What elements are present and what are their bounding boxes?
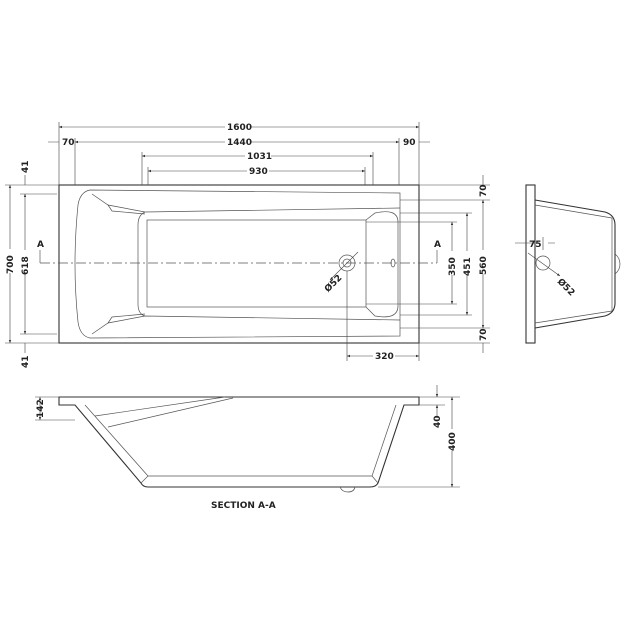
dim-75: 75 xyxy=(529,240,542,250)
dim-142: 142 xyxy=(36,399,46,418)
dim-560: 560 xyxy=(479,256,489,275)
end-view: 75 Ø52 xyxy=(515,184,621,344)
dim-70-right-bottom: 70 xyxy=(479,328,489,341)
dim-70-right-top: 70 xyxy=(479,184,489,197)
dim-70-left: 70 xyxy=(62,138,75,148)
dim-1600: 1600 xyxy=(227,123,252,133)
basin-floor xyxy=(146,219,367,308)
dim-41-top: 41 xyxy=(21,160,31,173)
overflow-slot xyxy=(390,258,396,268)
dim-930: 930 xyxy=(249,167,268,177)
bath-outline xyxy=(58,184,420,344)
dim-700: 700 xyxy=(6,255,16,274)
top-view: Ø52 A A 1600 1440 70 90 1031 930 700 618… xyxy=(4,121,490,368)
dim-1031: 1031 xyxy=(247,152,272,162)
dim-41-bottom: 41 xyxy=(21,355,31,368)
section-view: 142 40 400 SECTION A-A xyxy=(35,385,460,511)
dim-400: 400 xyxy=(448,432,458,451)
overflow-outlet xyxy=(535,255,551,271)
dim-618: 618 xyxy=(21,256,31,275)
dim-350: 350 xyxy=(448,257,458,276)
dim-overflow-diameter: Ø52 xyxy=(555,276,577,298)
dim-320: 320 xyxy=(375,352,394,362)
dim-40: 40 xyxy=(433,415,443,428)
section-marker-right: A xyxy=(434,240,441,250)
dim-451: 451 xyxy=(463,257,473,276)
waste-diameter-label: Ø52 xyxy=(322,273,344,295)
section-title: SECTION A-A xyxy=(211,501,276,511)
dim-1440: 1440 xyxy=(227,138,252,148)
basin-outline xyxy=(74,189,401,339)
dim-90-right: 90 xyxy=(403,138,416,148)
section-marker-left: A xyxy=(37,240,44,250)
